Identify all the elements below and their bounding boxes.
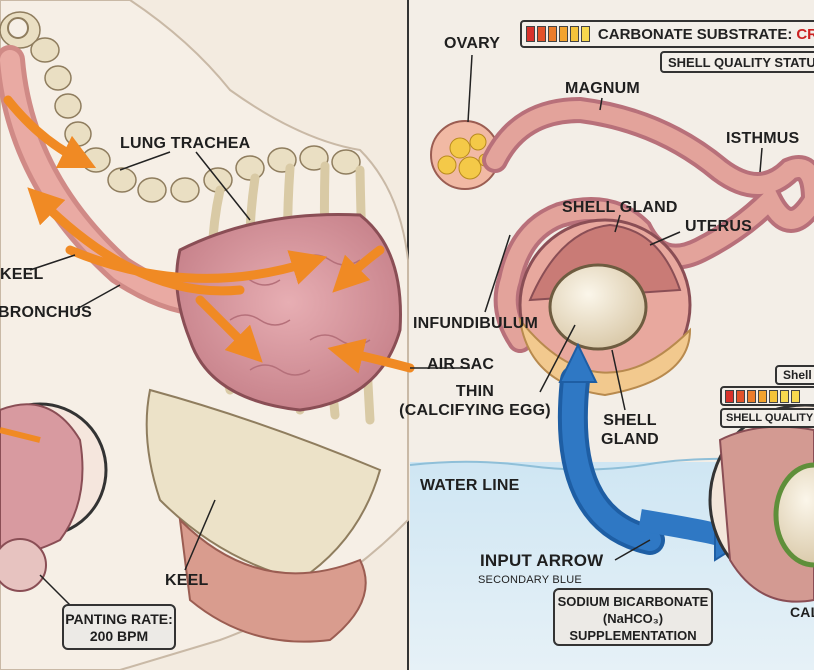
sodium-bicarbonate-box: SODIUM BICARBONATE (NaHCO₃) SUPPLEMENTAT… (553, 588, 713, 646)
ovary (430, 120, 500, 190)
label-ovary: OVARY (444, 35, 501, 52)
pectoral-muscle (178, 517, 367, 643)
inset-egg (773, 462, 814, 568)
supplement-arrow-head-up (558, 342, 598, 383)
respiratory-arrows (3, 95, 415, 374)
label-gland: GLAND (601, 431, 659, 448)
swatch-1 (526, 26, 535, 42)
label-bronchus: BRONCHUS (0, 304, 93, 321)
shell-quality-inset: SHELL QUALITY ST (720, 408, 814, 428)
shell-quality-status-label: SHELL QUALITY STATUS (668, 54, 814, 70)
panting-rate-label: PANTING RATE: (65, 611, 173, 627)
inset-air-sac (0, 538, 47, 592)
label-water-line: WATER LINE (420, 477, 520, 494)
swatch-2 (536, 26, 546, 42)
inset-swatch-7 (791, 389, 800, 403)
inset-swatch-1 (725, 389, 734, 403)
carbonate-label: CARBONATE SUBSTRATE: (597, 25, 793, 43)
sodium-line-3: SUPPLEMENTATION (569, 628, 697, 643)
label-air-sac: AIR SAC (427, 356, 495, 373)
swatch-3 (547, 26, 557, 42)
inset-swatch-3 (747, 389, 756, 403)
carbonate-substrate-meter: CARBONATE SUBSTRATE: CR (520, 20, 814, 48)
label-infundibulum: INFUNDIBULUM (413, 315, 539, 332)
label-cal-partial: CAL (790, 604, 814, 620)
label-calcifying-egg: (CALCIFYING EGG) (399, 402, 551, 419)
shell-quality-status-top: SHELL QUALITY STATUS (660, 51, 814, 73)
panting-rate-value: 200 BPM (89, 628, 149, 644)
label-secondary-blue: SECONDARY BLUE (478, 574, 582, 586)
label-lung-trachea: LUNG TRACHEA (120, 135, 251, 152)
label-magnum: MAGNUM (565, 80, 640, 97)
calcifying-egg (548, 263, 648, 351)
sodium-line-2: (NaHCO₃) (602, 611, 664, 626)
swatch-5 (569, 26, 579, 42)
carbonate-status: CR (796, 25, 814, 43)
neck-ring (7, 17, 29, 39)
label-keel-bottom: KEEL (165, 572, 209, 589)
inset-swatch-2 (736, 389, 745, 403)
label-thin: THIN (455, 383, 495, 400)
leader-lines-right (410, 54, 763, 411)
inset-swatch-4 (758, 389, 767, 403)
shell-inset-swatches (720, 386, 814, 406)
shell-inset-tag: Shell (775, 365, 814, 385)
inset-swatch-6 (780, 389, 789, 403)
inset-swatch-5 (769, 389, 778, 403)
sodium-line-1: SODIUM BICARBONATE (557, 594, 709, 609)
label-input-arrow: INPUT ARROW (480, 551, 604, 570)
label-uterus: UTERUS (685, 218, 752, 235)
label-isthmus: ISTHMUS (726, 130, 800, 147)
label-shell: SHELL (603, 412, 657, 429)
label-keel-left: KEEL (0, 266, 44, 283)
swatch-4 (558, 26, 568, 42)
panting-rate-box: PANTING RATE: 200 BPM (62, 604, 176, 650)
shell-quality-inset-label: SHELL QUALITY ST (726, 412, 814, 424)
swatch-6 (580, 26, 590, 42)
supplement-arrow (561, 369, 661, 551)
label-shell-gland-top: SHELL GLAND (562, 199, 678, 216)
shell-inset-label: Shell (783, 368, 812, 382)
